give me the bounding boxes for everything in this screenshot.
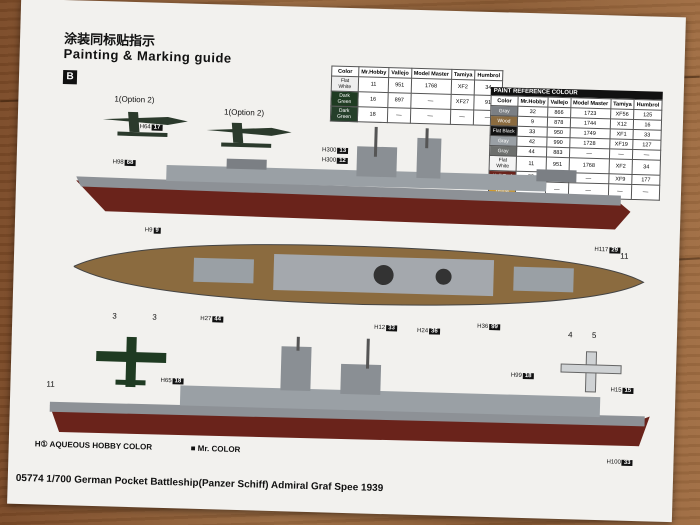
part-number: 4: [567, 330, 573, 340]
part-number: 5: [591, 330, 597, 341]
seaplane-top-illustration: [560, 351, 622, 393]
table-cell: XF56: [610, 108, 635, 120]
aqueous-legend: H① AQUEOUS HOBBY COLOR: [34, 439, 153, 452]
table-header: Tamiya: [451, 69, 476, 81]
footer-title: 05774 1/700 German Pocket Battleship(Pan…: [15, 472, 384, 495]
table-cell: 866: [547, 107, 571, 118]
callout-value: 36: [428, 328, 440, 335]
part-number: 3: [152, 312, 157, 322]
instruction-sheet: 涂装同标贴指示 Painting & Marking guide B Color…: [7, 0, 686, 523]
callout-value: 99: [489, 324, 500, 331]
table-cell: XF2: [450, 79, 475, 96]
seaplane-side-illustration: [206, 122, 292, 148]
callout-value: 33: [386, 325, 397, 332]
callout-value: 29: [609, 247, 621, 254]
table-cell: 878: [547, 117, 571, 128]
table-cell: XF27: [450, 94, 475, 111]
callout-value: 18: [522, 372, 534, 380]
callout-value: 33: [621, 459, 633, 467]
table-cell: 11: [358, 76, 389, 93]
table-cell: —: [410, 93, 451, 110]
table-header: Vallejo: [547, 97, 571, 108]
callout-value: 13: [337, 147, 349, 155]
color-swatch: Dark Green: [330, 106, 358, 122]
table-cell: 951: [388, 77, 412, 94]
table-cell: 897: [387, 92, 411, 109]
table-cell: —: [449, 109, 474, 125]
mr-color-legend: ■ Mr. COLOR: [190, 443, 241, 455]
table-header: Vallejo: [388, 67, 412, 79]
seaplane-top-illustration: [96, 336, 167, 388]
callout-value: 9: [153, 227, 161, 234]
part-number: 3: [112, 311, 117, 321]
section-badge: B: [62, 70, 78, 85]
callout-value: 68: [124, 159, 136, 167]
title-english: Painting & Marking guide: [63, 46, 232, 66]
table-cell: 16: [357, 91, 389, 108]
callout-value: 15: [622, 387, 634, 395]
ship-side-view-upper: [76, 126, 631, 230]
table-cell: 18: [357, 106, 388, 123]
table-cell: X12: [609, 118, 634, 130]
seaplane-side-illustration: [102, 111, 188, 137]
ship-deck-plan-view: [72, 244, 645, 306]
callout-value: 44: [212, 316, 224, 323]
ship-side-view-lower: [49, 336, 650, 447]
callout-value: 17: [151, 124, 163, 131]
table-cell: 1768: [410, 78, 452, 95]
table-cell: —: [387, 107, 411, 124]
callout-value: 12: [337, 157, 348, 164]
color-swatch: Dark Green: [330, 91, 359, 107]
table-header: Tamiya: [610, 98, 635, 110]
part-number: 11: [620, 251, 629, 261]
color-swatch: Flat White: [331, 76, 359, 92]
part-number: 11: [46, 379, 55, 389]
aircraft-color-table: Color Mr.Hobby Vallejo Model Master Tami…: [329, 65, 504, 127]
table-cell: —: [409, 108, 451, 125]
callout-value: 18: [172, 378, 184, 385]
